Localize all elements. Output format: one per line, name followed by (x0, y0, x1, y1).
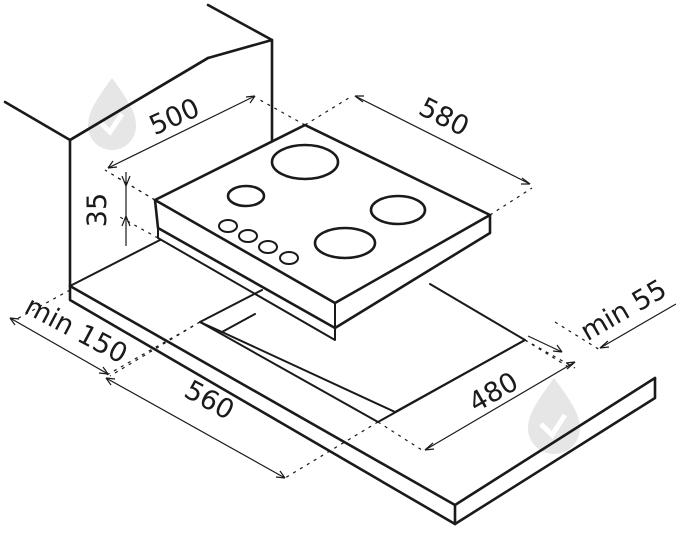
dimension-label: 480 (464, 366, 524, 419)
knob (218, 219, 238, 233)
dimension-label: min 55 (575, 274, 672, 348)
dimension-580: 580 (304, 92, 533, 216)
dimension-label: 500 (145, 93, 205, 142)
dimension-min-55: min 55 (524, 274, 677, 369)
worktop-cutout (199, 283, 526, 423)
dimension-min-150: min 150 (9, 289, 201, 377)
dimension-35: 35 (82, 172, 159, 246)
burner-large (270, 143, 340, 181)
burner-medium-front (313, 226, 377, 260)
knob (238, 229, 258, 243)
back-wall (3, 3, 274, 288)
dimension-label: 560 (179, 375, 239, 427)
burner-medium-right (369, 194, 427, 226)
dimension-label: 35 (82, 193, 113, 227)
hob (153, 123, 492, 341)
burner-small (226, 184, 266, 208)
knob (279, 251, 299, 265)
dimension-label: 580 (414, 92, 474, 143)
knob (258, 240, 278, 254)
dimension-500: 500 (104, 93, 306, 201)
worktop (68, 239, 657, 526)
